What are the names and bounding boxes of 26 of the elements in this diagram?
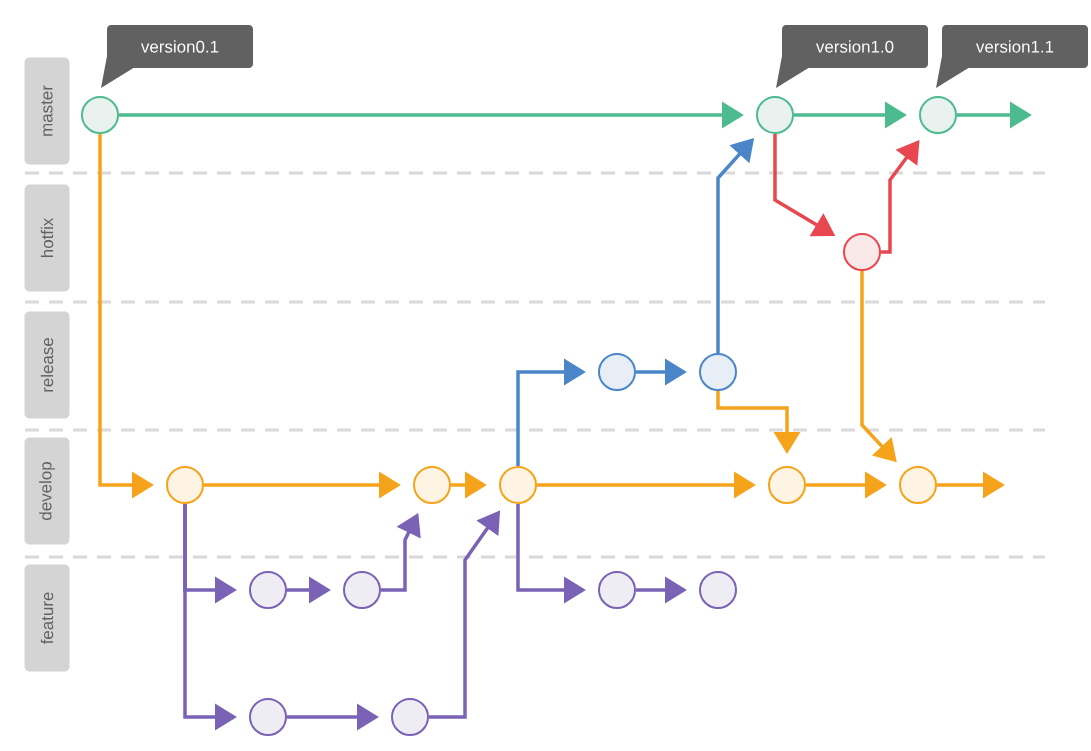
arrow [881, 140, 920, 254]
version-tag: version1.1 [936, 25, 1088, 88]
commit-circle [166, 466, 204, 504]
commit-circle [699, 571, 737, 609]
commit-circle [598, 571, 636, 609]
commit-circle [768, 466, 806, 504]
commit-circle [343, 571, 381, 609]
commit-circle [756, 96, 794, 134]
commit-circle [391, 698, 429, 736]
version-tag: version0.1 [101, 25, 253, 88]
lane-label: hotfix [24, 184, 70, 292]
commit-circle [919, 96, 957, 134]
commit-circle [899, 466, 937, 504]
lane-label: feature [24, 564, 70, 672]
commit-circle [81, 96, 119, 134]
commit-circle [843, 233, 881, 271]
commit-circle [249, 571, 287, 609]
commit-circle [413, 466, 451, 504]
lane-label: master [24, 57, 70, 165]
commit-circle [249, 698, 287, 736]
commit-circle [499, 466, 537, 504]
lane-label: develop [24, 437, 70, 545]
lane-label: release [24, 311, 70, 419]
commit-circle [598, 353, 636, 391]
commit-circle [699, 353, 737, 391]
version-tag: version1.0 [776, 25, 928, 88]
